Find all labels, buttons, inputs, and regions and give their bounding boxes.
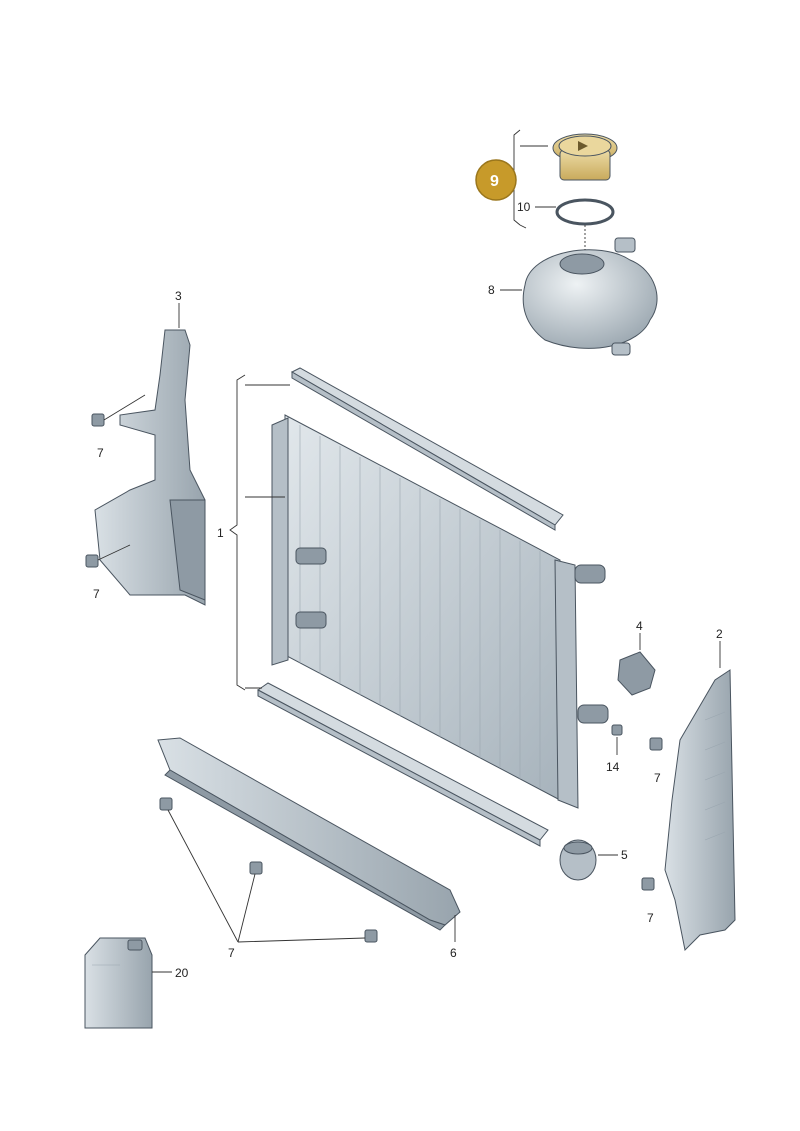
- label-part-2: 2: [716, 627, 723, 641]
- label-part-14: 14: [606, 760, 620, 774]
- label-part-7a: 7: [97, 446, 104, 460]
- label-part-20: 20: [175, 966, 189, 980]
- expansion-tank[interactable]: [522, 237, 658, 356]
- clip-right-lower[interactable]: [641, 877, 655, 891]
- label-part-7d: 7: [647, 911, 654, 925]
- clip-right-upper[interactable]: [649, 737, 663, 751]
- label-part-10: 10: [517, 200, 531, 214]
- part-1-bracket: [229, 374, 290, 691]
- rubber-mount[interactable]: [559, 839, 597, 881]
- right-air-duct[interactable]: [664, 669, 736, 952]
- label-part-6: 6: [450, 946, 457, 960]
- left-air-duct[interactable]: [94, 329, 206, 606]
- label-part-7b: 7: [93, 587, 100, 601]
- seal-ring[interactable]: [555, 198, 615, 226]
- coolant-container[interactable]: [84, 937, 153, 1029]
- mounting-bracket[interactable]: [617, 651, 656, 696]
- radiator[interactable]: [271, 414, 609, 809]
- clip-left-lower[interactable]: [85, 544, 131, 568]
- radiator-top-seal[interactable]: [290, 367, 564, 531]
- label-part-4: 4: [636, 619, 643, 633]
- label-part-7c: 7: [654, 771, 661, 785]
- label-part-8: 8: [488, 283, 495, 297]
- label-part-3: 3: [175, 289, 182, 303]
- clip-left-upper[interactable]: [91, 394, 146, 427]
- lower-air-guide[interactable]: [157, 737, 461, 931]
- radiator-bottom-seal[interactable]: [257, 682, 549, 847]
- filler-cap[interactable]: [552, 133, 618, 181]
- screw[interactable]: [611, 724, 623, 755]
- highlight-badge-part-9[interactable]: 9: [475, 159, 517, 201]
- label-part-5: 5: [621, 848, 628, 862]
- label-part-1: 1: [217, 526, 224, 540]
- label-part-9: 9: [490, 173, 499, 190]
- label-part-7e: 7: [228, 946, 235, 960]
- clip-lower-group[interactable]: [159, 797, 378, 943]
